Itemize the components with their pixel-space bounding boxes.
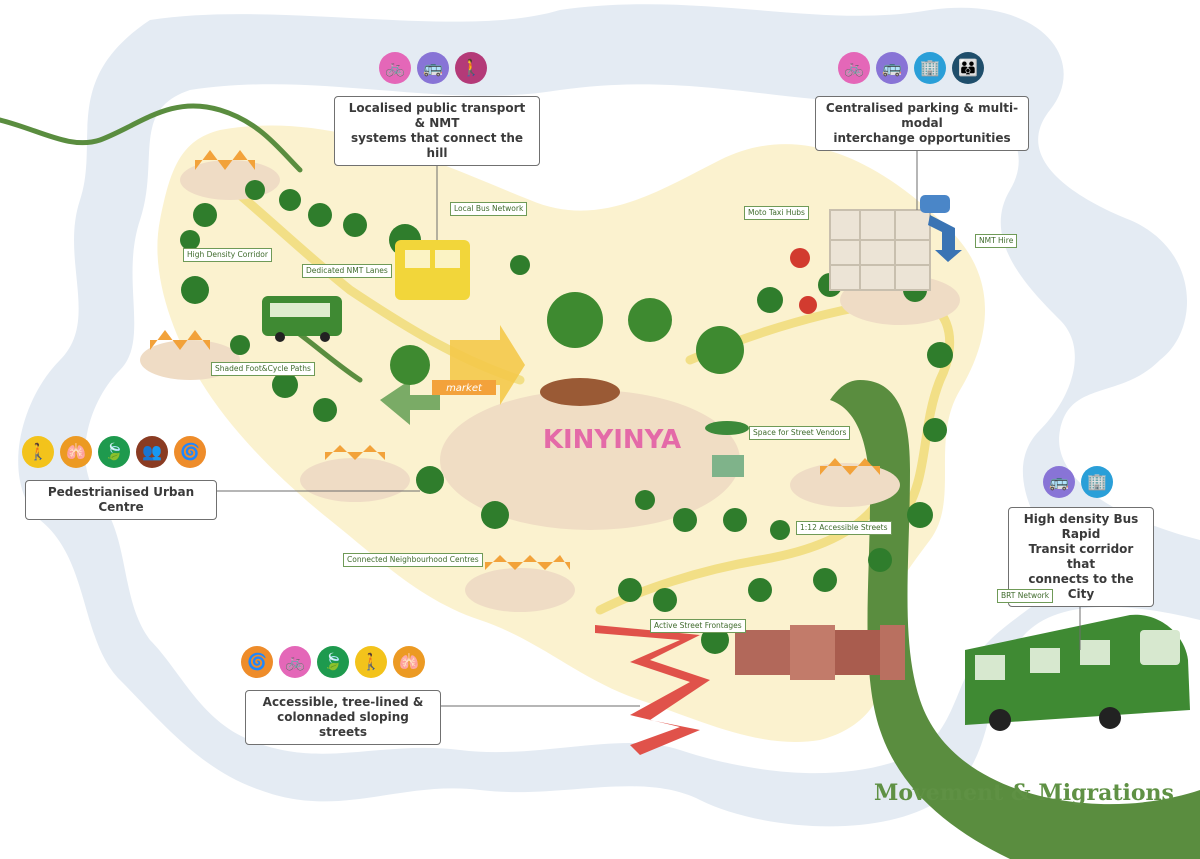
neighbourhood-centre [300, 458, 410, 502]
spiral-icon: 🌀 [241, 646, 273, 678]
tag-shaded-paths: Shaded Foot&Cycle Paths [211, 362, 315, 376]
market-sign-board [432, 380, 496, 395]
parking-structure [829, 209, 931, 291]
callout-centralised-parking: Centralised parking & multi-modal interc… [815, 96, 1029, 151]
callout-pedestrianised-centre: Pedestrianised Urban Centre [25, 480, 217, 520]
tag-moto-taxi-hubs: Moto Taxi Hubs [744, 206, 809, 220]
kinyinya-sign: KINYINYA [543, 425, 681, 455]
brt-corridor [830, 380, 1200, 859]
tag-local-bus-network: Local Bus Network [450, 202, 528, 216]
brt-bus [965, 614, 1190, 731]
vendor-cart [705, 421, 749, 477]
shade-canopy [820, 458, 880, 475]
local-bus [395, 240, 470, 300]
tag-neighbourhood-centres: Connected Neighbourhood Centres [343, 553, 483, 567]
leaf-icon: 🍃 [98, 436, 130, 468]
high-density-corridor [0, 103, 303, 173]
zigzag-bench [595, 625, 710, 755]
pedestrian-icon: 🚶 [22, 436, 54, 468]
page-title: Movement & Migrations [874, 780, 1174, 806]
spiral-icon: 🌀 [174, 436, 206, 468]
callout-sloping-streets: Accessible, tree-lined & colonnaded slop… [245, 690, 441, 745]
lungs-icon: 🫁 [393, 646, 425, 678]
tag-accessible-streets: 1:12 Accessible Streets [796, 521, 892, 535]
icon-row-bottom: 🌀🚲🍃🚶🫁 [241, 646, 425, 678]
callout-public-transport: Localised public transport & NMT systems… [334, 96, 540, 166]
tag-dedicated-nmt-lanes: Dedicated NMT Lanes [302, 264, 392, 278]
bicycle-icon: 🚲 [838, 52, 870, 84]
icon-row-top-left: 🚲🚌🚶 [379, 52, 487, 84]
moto-taxi [799, 296, 817, 314]
pedestrian-icon: 🚶 [455, 52, 487, 84]
tag-active-frontages: Active Street Frontages [650, 619, 746, 633]
palm-trees [390, 292, 744, 385]
street-frontage-buildings [735, 625, 905, 680]
buildings-icon: 🏢 [914, 52, 946, 84]
market-sign: market [446, 383, 483, 394]
moto-taxi [790, 248, 810, 268]
shade-canopy [195, 150, 255, 170]
icon-row-left: 🚶🫁🍃👥🌀 [22, 436, 206, 468]
central-plaza [440, 390, 740, 530]
bus-icon: 🚌 [417, 52, 449, 84]
bicycle-icon: 🚲 [379, 52, 411, 84]
buildings-icon: 🏢 [1081, 466, 1113, 498]
corridor-bus [262, 296, 342, 342]
direction-arrow [380, 380, 440, 425]
icon-row-right: 🚌🏢 [1043, 466, 1113, 498]
shade-canopy [485, 555, 570, 570]
tag-high-density-corridor: High Density Corridor [183, 248, 272, 262]
neighbourhood-centre [790, 463, 900, 507]
tag-nmt-hire: NMT Hire [975, 234, 1018, 248]
shade-canopy [150, 330, 210, 350]
gathering-icon: 👥 [136, 436, 168, 468]
shade-canopy [325, 445, 385, 460]
bicycle-icon: 🚲 [279, 646, 311, 678]
tag-street-vendors: Space for Street Vendors [749, 426, 851, 440]
car-arrow [928, 215, 962, 262]
icon-row-top-right: 🚲🚌🏢👪 [838, 52, 984, 84]
tag-brt-network: BRT Network [997, 589, 1054, 603]
car [920, 195, 950, 213]
bus-icon: 🚌 [876, 52, 908, 84]
lungs-icon: 🫁 [60, 436, 92, 468]
community-icon: 👪 [952, 52, 984, 84]
pedestrian-icon: 🚶 [355, 646, 387, 678]
neighbourhood-centre [465, 568, 575, 612]
trees [180, 180, 953, 654]
leaf-icon: 🍃 [317, 646, 349, 678]
plaza-planter [540, 378, 620, 406]
bus-icon: 🚌 [1043, 466, 1075, 498]
